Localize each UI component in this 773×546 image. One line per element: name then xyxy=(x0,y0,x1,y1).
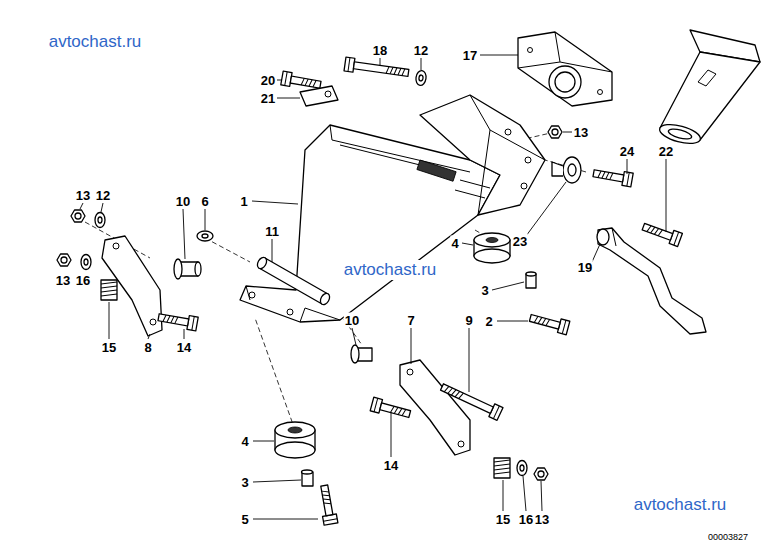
callout-number: 13 xyxy=(573,125,589,140)
callout-number: 16 xyxy=(75,273,91,288)
callout-number: 5 xyxy=(240,512,249,527)
callout-number: 10 xyxy=(175,194,191,209)
callout-number: 11 xyxy=(264,224,280,239)
callout-number: 18 xyxy=(372,43,388,58)
callout-number: 1 xyxy=(239,194,248,209)
callout-number: 12 xyxy=(95,188,111,203)
callout-number: 7 xyxy=(406,313,415,328)
watermark: avtochast.ru xyxy=(48,32,143,52)
callout-number: 15 xyxy=(495,512,511,527)
callout-number: 13 xyxy=(534,512,550,527)
callout-number: 8 xyxy=(143,340,152,355)
callout-number: 2 xyxy=(484,314,493,329)
watermark: avtochast.ru xyxy=(633,495,728,515)
callout-number: 15 xyxy=(101,340,117,355)
callout-number: 17 xyxy=(462,48,478,63)
callout-number: 16 xyxy=(518,512,534,527)
callout-number: 13 xyxy=(55,273,71,288)
callout-number: 24 xyxy=(619,144,635,159)
callout-number: 4 xyxy=(240,434,249,449)
callout-number: 20 xyxy=(260,73,276,88)
callout-number: 14 xyxy=(383,458,399,473)
callout-number: 21 xyxy=(260,91,276,106)
callout-number: 23 xyxy=(512,234,528,249)
drawing-code: 00003827 xyxy=(707,532,749,542)
callout-number: 13 xyxy=(75,188,91,203)
callout-number: 10 xyxy=(344,313,360,328)
callout-number: 6 xyxy=(200,194,209,209)
callout-number: 3 xyxy=(480,283,489,298)
callout-number: 14 xyxy=(176,340,192,355)
callout-number: 3 xyxy=(240,475,249,490)
callout-number: 22 xyxy=(658,144,674,159)
callout-number: 4 xyxy=(450,236,459,251)
callout-number: 9 xyxy=(464,313,473,328)
callout-number: 19 xyxy=(577,260,593,275)
callout-number: 12 xyxy=(413,43,429,58)
watermark: avtochast.ru xyxy=(343,260,438,280)
